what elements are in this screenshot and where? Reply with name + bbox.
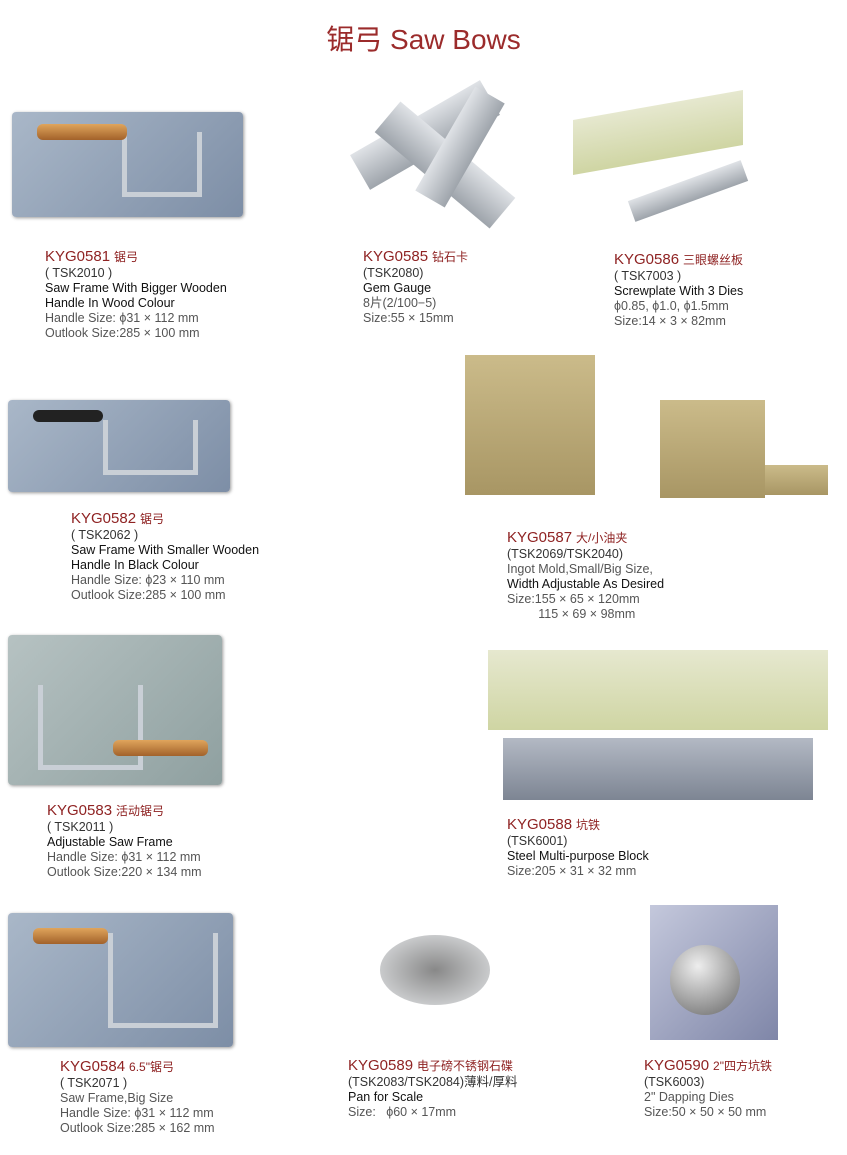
product-detail-line: (TSK2069/TSK2040) (507, 547, 624, 561)
product-detail-line: Width Adjustable As Desired (507, 577, 665, 591)
product-image-kyg0582 (8, 400, 230, 492)
product-detail-line: (TSK2080) (363, 266, 424, 280)
product-detail-line: ( TSK7003 ) (614, 269, 682, 283)
product-detail-line: Outlook Size:220 × 134 mm (47, 865, 202, 879)
product-detail-line: Size:50 × 50 × 50 mm (644, 1105, 767, 1119)
product-image-kyg0589 (375, 930, 510, 1020)
product-detail-line: 115 × 69 × 98mm (507, 607, 636, 621)
product-detail-line: (TSK6001) (507, 834, 568, 848)
product-image-kyg0583 (8, 635, 222, 785)
product-image-kyg0587 (460, 355, 828, 500)
product-code: KYG0588 (507, 816, 573, 833)
product-detail-line: Screwplate With 3 Dies (614, 284, 744, 298)
product-detail-line: Size:14 × 3 × 82mm (614, 314, 726, 328)
product-image-kyg0584 (8, 913, 233, 1047)
product-detail-line: Outlook Size:285 × 100 mm (45, 326, 200, 340)
product-image-kyg0585 (340, 75, 530, 229)
product-chinese-name: 钻石卡 (432, 250, 469, 264)
product-chinese-name: 电子磅不锈钢石碟 (417, 1059, 514, 1073)
product-image-kyg0581 (12, 112, 243, 217)
product-code: KYG0589 (348, 1057, 414, 1074)
product-code: KYG0586 (614, 251, 680, 268)
product-detail-line: Saw Frame,Big Size (60, 1091, 174, 1105)
product-code: KYG0585 (363, 248, 429, 265)
product-code: KYG0587 (507, 529, 573, 546)
product-image-kyg0586 (568, 85, 760, 235)
product-code: KYG0584 (60, 1058, 126, 1075)
product-code: KYG0583 (47, 802, 113, 819)
product-detail-line: Steel Multi-purpose Block (507, 849, 649, 863)
product-image-kyg0588 (488, 650, 828, 800)
product-detail-line: Gem Gauge (363, 281, 432, 295)
page-title: 锯弓 Saw Bows (326, 24, 521, 55)
product-detail-line: Size: ϕ60 × 17mm (348, 1105, 457, 1119)
product-detail-line: Pan for Scale (348, 1090, 424, 1104)
product-detail-line: Size:205 × 31 × 32 mm (507, 864, 637, 878)
product-detail-line: ( TSK2062 ) (71, 528, 139, 542)
product-chinese-name: 锯弓 (140, 512, 165, 526)
product-chinese-name: 2"四方坑铁 (713, 1059, 772, 1073)
product-detail-line: Saw Frame With Smaller Wooden (71, 543, 260, 557)
product-detail-line: Handle In Black Colour (71, 558, 199, 572)
product-code: KYG0581 (45, 248, 111, 265)
product-detail-line: Handle Size: ϕ31 × 112 mm (47, 850, 201, 864)
product-detail-line: Adjustable Saw Frame (47, 835, 173, 849)
product-code: KYG0582 (71, 510, 137, 527)
product-detail-line: ( TSK2011 ) (47, 820, 114, 834)
product-detail-line: Outlook Size:285 × 100 mm (71, 588, 226, 602)
product-detail-line: (TSK6003) (644, 1075, 705, 1089)
product-detail-line: Handle Size: ϕ31 × 112 mm (60, 1106, 214, 1120)
product-detail-line: 2" Dapping Dies (644, 1090, 734, 1104)
product-detail-line: Handle In Wood Colour (45, 296, 175, 310)
product-detail-line: Outlook Size:285 × 162 mm (60, 1121, 215, 1135)
product-detail-line: Handle Size: ϕ23 × 110 mm (71, 573, 225, 587)
product-detail-line: Handle Size: ϕ31 × 112 mm (45, 311, 199, 325)
product-chinese-name: 三眼螺丝板 (683, 253, 744, 267)
product-detail-line: 8片(2/100−5) (363, 296, 437, 310)
product-detail-line: Ingot Mold,Small/Big Size, (507, 562, 653, 576)
product-detail-line: (TSK2083/TSK2084)薄料/厚料 (348, 1075, 518, 1089)
product-chinese-name: 锯弓 (114, 250, 139, 264)
product-detail-line: ϕ0.85, ϕ1.0, ϕ1.5mm (614, 299, 729, 313)
product-chinese-name: 6.5"锯弓 (129, 1060, 174, 1074)
product-chinese-name: 大/小油夹 (576, 531, 628, 545)
product-chinese-name: 活动锯弓 (116, 804, 165, 818)
product-detail-line: Size:55 × 15mm (363, 311, 454, 325)
product-detail-line: Size:155 × 65 × 120mm (507, 592, 640, 606)
product-chinese-name: 坑铁 (576, 818, 601, 832)
product-detail-line: ( TSK2010 ) (45, 266, 113, 280)
product-detail-line: Saw Frame With Bigger Wooden (45, 281, 227, 295)
product-image-kyg0590 (650, 905, 778, 1040)
product-detail-line: ( TSK2071 ) (60, 1076, 128, 1090)
product-code: KYG0590 (644, 1057, 710, 1074)
